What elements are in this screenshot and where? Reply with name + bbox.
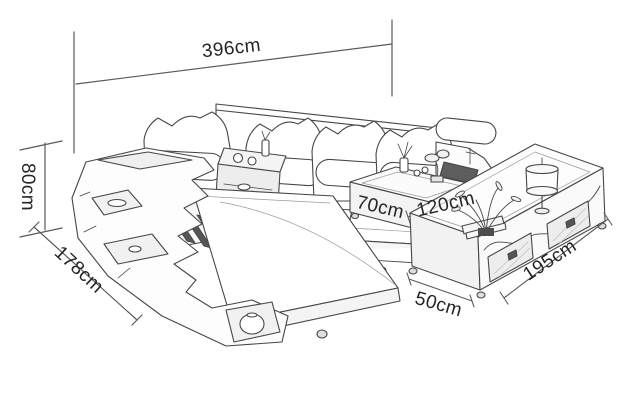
dimension-label-tv-stand-depth: 50cm (413, 288, 465, 321)
bonsai-icon (437, 150, 449, 158)
chaise-mattress (192, 188, 400, 338)
sprig-icon (262, 131, 270, 140)
dimension-tick (20, 141, 62, 150)
dimension-line-tv-stand-depth (407, 273, 474, 307)
planter-pot-icon (431, 176, 443, 182)
jar-icon (247, 313, 257, 317)
cup-icon (422, 167, 428, 173)
drawer-handle (508, 250, 517, 260)
left-armrest (72, 148, 288, 346)
cup-icon (234, 154, 243, 163)
table-foot (477, 292, 485, 298)
cup-icon (414, 170, 420, 176)
drawer-handle (566, 218, 575, 228)
tv-stand-drawing (407, 144, 612, 307)
sprig-icon (398, 142, 412, 158)
dimension-tick (407, 273, 411, 285)
planter-pot-icon (478, 228, 494, 236)
cup-icon (248, 157, 256, 165)
bowl-icon (108, 200, 126, 207)
bottle-icon (262, 140, 269, 156)
tv-stand-drawer (547, 201, 590, 249)
dimension-tick (132, 315, 142, 325)
dimension-line-chaise-depth (29, 222, 142, 325)
dimension-label-sofa-width: 396cm (201, 35, 262, 63)
dimension-line-sofa-width (74, 20, 392, 153)
dimension-line-sofa-height (20, 141, 62, 237)
vase-icon (400, 158, 408, 172)
table-lamp-icon (526, 158, 558, 214)
potted-plant-icon (451, 181, 521, 236)
table-foot (409, 268, 417, 274)
dimension-tick (29, 222, 39, 232)
coffee-table-decor (398, 142, 449, 182)
armrest-roll (435, 117, 497, 145)
bonsai-icon (425, 154, 439, 162)
bowl-icon (238, 184, 250, 190)
dimension-tick (500, 292, 508, 304)
dimension-line-tv-stand-width (500, 213, 612, 304)
tv-stand-drawer (488, 233, 533, 282)
dimension-tick (406, 211, 410, 223)
dimension-tick (470, 295, 474, 307)
sofa-foot (317, 330, 327, 338)
dimension-tick (20, 228, 62, 237)
sofa-drawing (72, 104, 506, 346)
sofa-dimensions (20, 20, 392, 325)
figurine-icon (466, 148, 475, 164)
cup-icon (129, 246, 141, 252)
armrest-top-shelf (98, 152, 192, 169)
dimension-label-sofa-height: 80cm (17, 163, 38, 211)
table-foot (352, 214, 359, 219)
dimension-tick (604, 213, 612, 225)
